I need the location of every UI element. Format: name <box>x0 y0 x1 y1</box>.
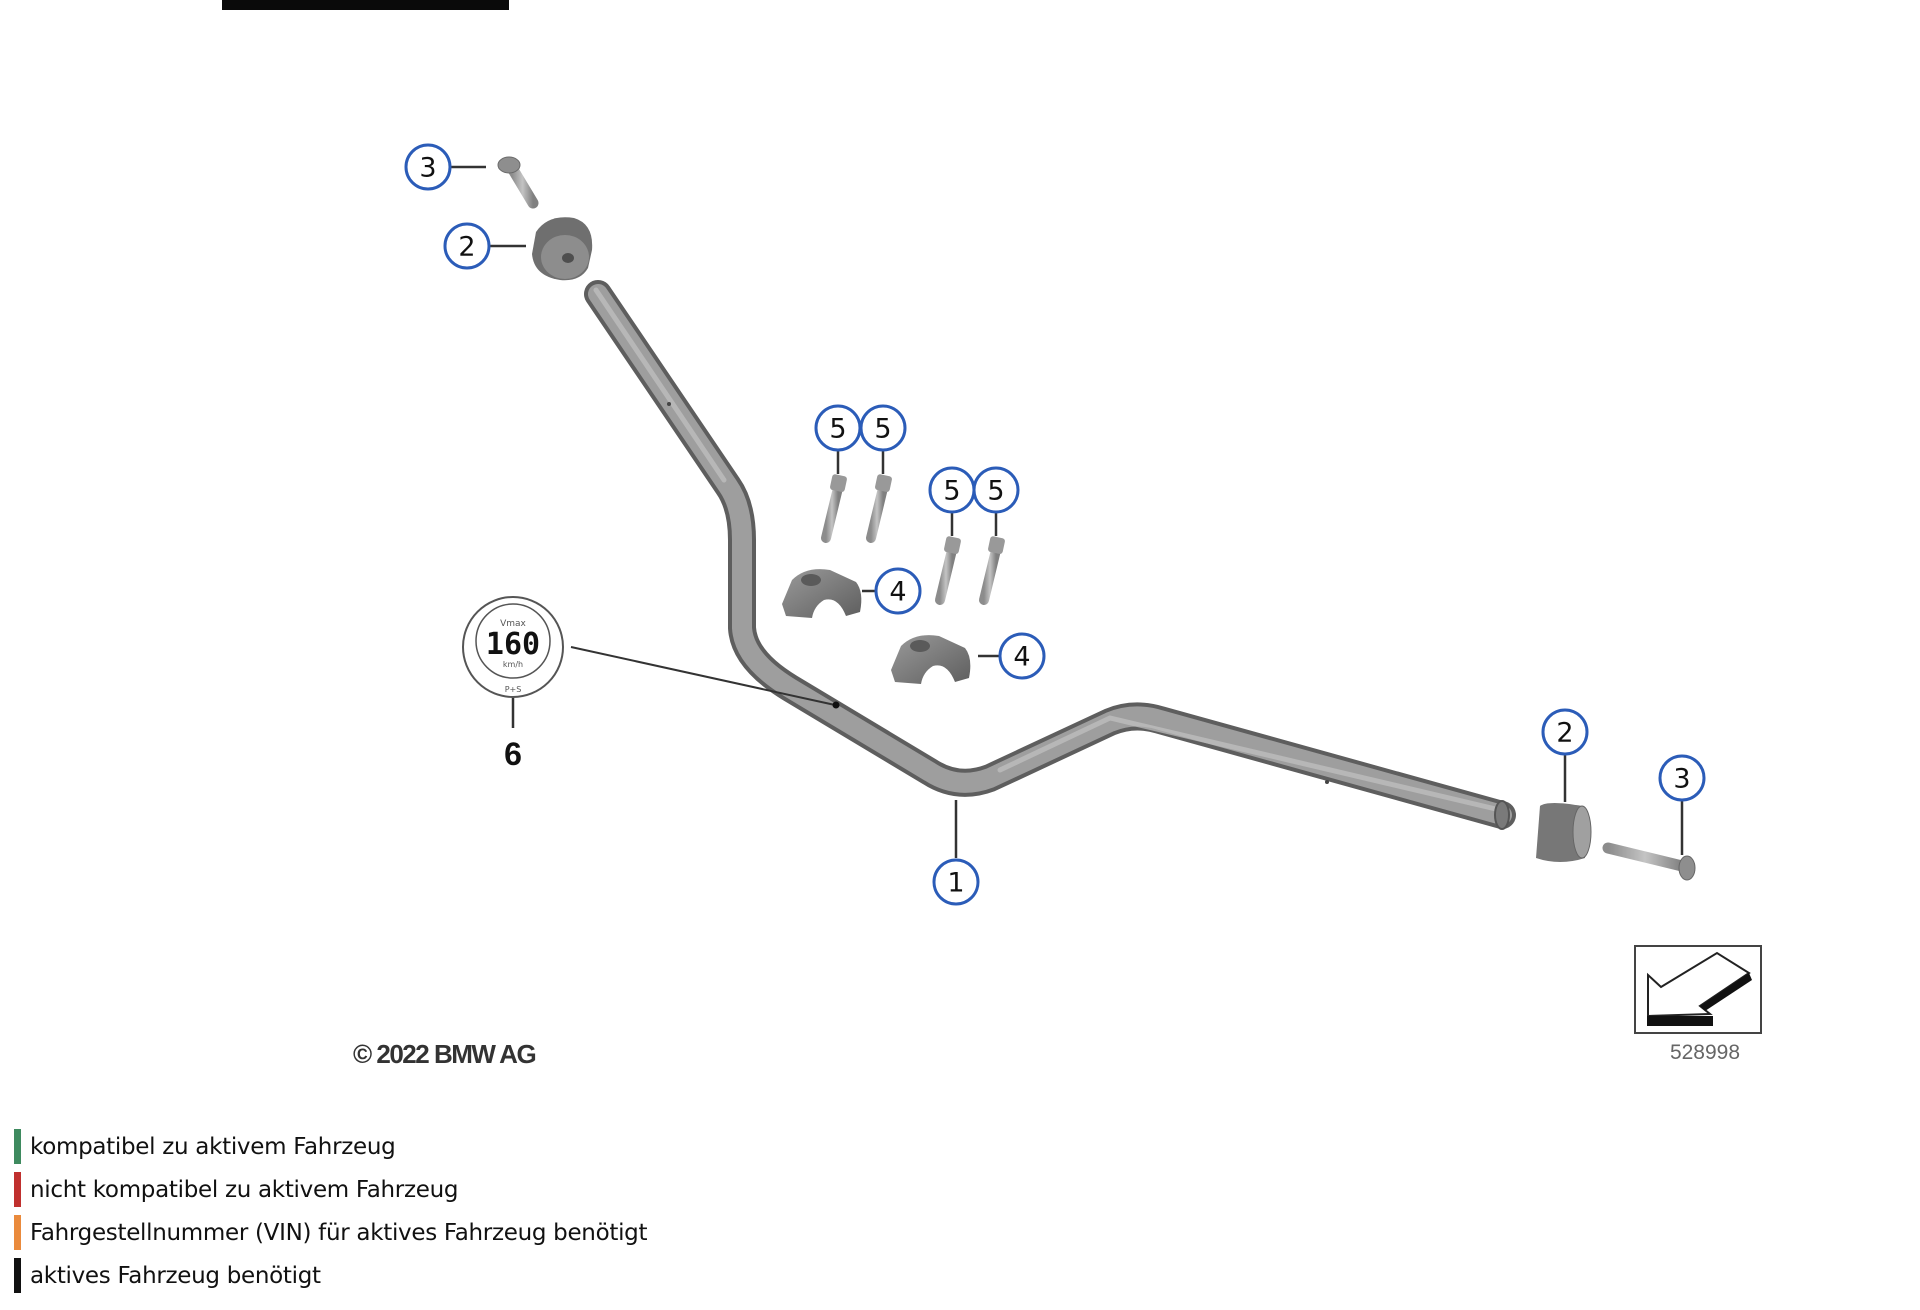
callout-label: 2 <box>458 232 475 263</box>
speed-limit-badge[interactable]: Vmax 160 km/h P+S <box>462 596 564 698</box>
part-number-6: 6 <box>504 736 522 772</box>
callout-label: 3 <box>419 153 436 184</box>
callout-5-d[interactable]: 5 <box>972 466 1020 514</box>
callout-label: 5 <box>987 476 1004 507</box>
callout-label: 4 <box>1013 642 1030 673</box>
legend-label: Fahrgestellnummer (VIN) für aktives Fahr… <box>30 1219 648 1246</box>
callout-4-upper[interactable]: 4 <box>874 567 922 615</box>
callout-label: 4 <box>889 577 906 608</box>
callout-label: 1 <box>947 868 964 899</box>
legend-color-red <box>14 1172 21 1207</box>
badge-vmax-text: Vmax <box>500 619 526 629</box>
leader-lines <box>450 165 1684 858</box>
bushing-left <box>532 217 593 281</box>
callout-5-a[interactable]: 5 <box>814 404 862 452</box>
legend-item-compatible: kompatibel zu aktivem Fahrzeug <box>14 1129 647 1164</box>
leader-dot <box>832 701 840 709</box>
callout-5-b[interactable]: 5 <box>859 404 907 452</box>
bushing-right <box>1536 803 1592 862</box>
legend-item-vin-required: Fahrgestellnummer (VIN) für aktives Fahr… <box>14 1215 647 1250</box>
copyright-text: © 2022 BMW AG <box>353 1039 535 1069</box>
callout-2-left[interactable]: 2 <box>443 222 491 270</box>
handlebar <box>584 280 1516 830</box>
callout-2-right[interactable]: 2 <box>1541 708 1589 756</box>
top-black-bar <box>222 0 509 10</box>
callout-label: 2 <box>1556 718 1573 749</box>
legend-item-vehicle-required: aktives Fahrzeug benötigt <box>14 1258 647 1293</box>
callout-5-c[interactable]: 5 <box>928 466 976 514</box>
bolts-clamp <box>821 474 1005 605</box>
legend-color-green <box>14 1129 21 1164</box>
callout-label: 5 <box>874 414 891 445</box>
callout-3-left[interactable]: 3 <box>404 143 452 191</box>
compatibility-legend: kompatibel zu aktivem Fahrzeug nicht kom… <box>14 1129 647 1301</box>
legend-color-orange <box>14 1215 21 1250</box>
badge-unit-text: km/h <box>503 660 523 669</box>
parts-diagram: 3 2 5 5 5 5 4 4 1 2 3 Vmax <box>353 143 1762 1069</box>
legend-color-black <box>14 1258 21 1293</box>
callout-4-lower[interactable]: 4 <box>998 632 1046 680</box>
callout-1[interactable]: 1 <box>932 858 980 906</box>
view-direction-icon <box>1634 945 1762 1034</box>
drawing-number: 528998 <box>1670 1041 1740 1064</box>
legend-label: nicht kompatibel zu aktivem Fahrzeug <box>30 1176 459 1203</box>
callout-label: 5 <box>829 414 846 445</box>
legend-label: kompatibel zu aktivem Fahrzeug <box>30 1133 396 1160</box>
bolt-left <box>497 156 539 209</box>
bolt-right <box>1602 842 1696 881</box>
clamp-upper <box>782 569 862 618</box>
badge-bottom-text: P+S <box>505 685 522 694</box>
badge-speed-value: 160 <box>486 627 540 662</box>
callout-label: 3 <box>1673 764 1690 795</box>
legend-item-incompatible: nicht kompatibel zu aktivem Fahrzeug <box>14 1172 647 1207</box>
legend-label: aktives Fahrzeug benötigt <box>30 1262 321 1289</box>
callout-label: 5 <box>943 476 960 507</box>
callout-3-right[interactable]: 3 <box>1658 754 1706 802</box>
clamp-lower <box>891 635 971 684</box>
